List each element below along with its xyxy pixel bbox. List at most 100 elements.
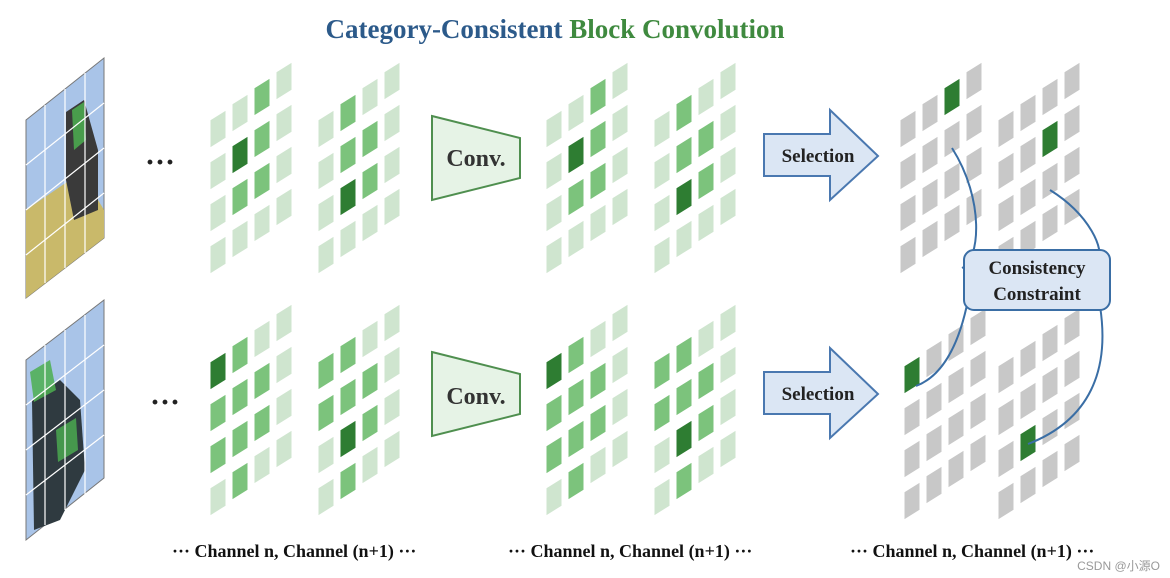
grid-cell [611,429,629,469]
grid-cell [253,119,271,159]
grid-cell [589,203,607,243]
grid-cell [965,61,983,101]
grid-cell [209,393,227,433]
grid-cell [611,345,629,385]
conv-label-top: Conv. [446,146,505,172]
grid-cell [545,151,563,191]
grid-cell [925,465,943,505]
grid-cell [383,187,401,227]
grid-cell [921,219,939,259]
grid-cell [899,151,917,191]
grid-cell [545,351,563,391]
grid-cell [697,119,715,159]
grid-cell [567,461,585,501]
grid-cell [997,439,1015,479]
grid-cell [1019,465,1037,505]
grid-cell [965,145,983,185]
conv-block-top: Conv. [431,114,521,202]
grid-cell [589,161,607,201]
selection-arrow-bottom: Selection [763,345,880,441]
grid-cell [653,235,671,275]
grid-cell [925,423,943,463]
grid-cell [567,377,585,417]
grid-cell [545,393,563,433]
grid-cell [361,445,379,485]
grid-cell [231,135,249,175]
grid-cell [697,77,715,117]
grid-cell [903,439,921,479]
grid-cell [1063,103,1081,143]
caption-input-channels: ··· Channel n, Channel (n+1) ··· [172,541,417,561]
grid-cell [361,161,379,201]
grid-cell [361,203,379,243]
grid-cell [719,345,737,385]
grid-cell [275,429,293,469]
grid-cell [719,387,737,427]
grid-cell [675,219,693,259]
grid-cell [719,303,737,343]
grid-cell [383,345,401,385]
grid-cell [317,193,335,233]
grid-cell [697,361,715,401]
grid-cell [697,403,715,443]
grid-cell [969,433,987,473]
grid-cell [1041,449,1059,489]
grid-cell [675,461,693,501]
grid-cell [589,119,607,159]
grid-cell [997,151,1015,191]
selection-arrow-top: Selection [763,107,880,203]
grid-cell [611,303,629,343]
grid-cell [969,391,987,431]
grid-cell [719,145,737,185]
grid-cell [697,445,715,485]
grid-cell [339,461,357,501]
grid-cell [209,193,227,233]
grid-bottom-conv-channel-n [545,303,629,517]
grid-cell [997,109,1015,149]
grid-cell [1019,219,1037,259]
grid-cell [253,203,271,243]
feature-grids [209,61,1081,521]
grid-cell [567,177,585,217]
grid-cell [275,187,293,227]
caption-selected-channels: ··· Channel n, Channel (n+1) ··· [850,541,1095,561]
grid-cell [209,435,227,475]
grid-cell [997,193,1015,233]
grid-cell [1041,203,1059,243]
grid-cell [339,377,357,417]
grid-cell [361,119,379,159]
grid-cell [947,449,965,489]
grid-cell [1063,433,1081,473]
grid-cell [965,103,983,143]
grid-cell [383,103,401,143]
grid-cell [231,93,249,133]
grid-cell [339,219,357,259]
grid-cell [675,93,693,133]
grid-cell [899,193,917,233]
grid-cell [899,235,917,275]
grid-cell [921,177,939,217]
grid-cell [545,477,563,517]
grid-cell [653,477,671,517]
grid-cell [209,151,227,191]
grid-cell [697,319,715,359]
grid-cell [1019,177,1037,217]
grid-cell [361,361,379,401]
grid-cell [653,193,671,233]
grid-cell [697,161,715,201]
link-bottom-left [915,299,969,387]
grid-cell [275,303,293,343]
grid-cell [611,387,629,427]
grid-cell [317,235,335,275]
grid-cell [611,103,629,143]
grid-cell [567,419,585,459]
grid-cell [675,419,693,459]
grid-cell [253,445,271,485]
grid-cell [209,109,227,149]
grid-bottom-selected-channel-n1 [997,307,1081,521]
grid-cell [383,61,401,101]
grid-cell [1041,77,1059,117]
grid-cell [903,397,921,437]
grid-cell [675,177,693,217]
grid-cell [253,319,271,359]
